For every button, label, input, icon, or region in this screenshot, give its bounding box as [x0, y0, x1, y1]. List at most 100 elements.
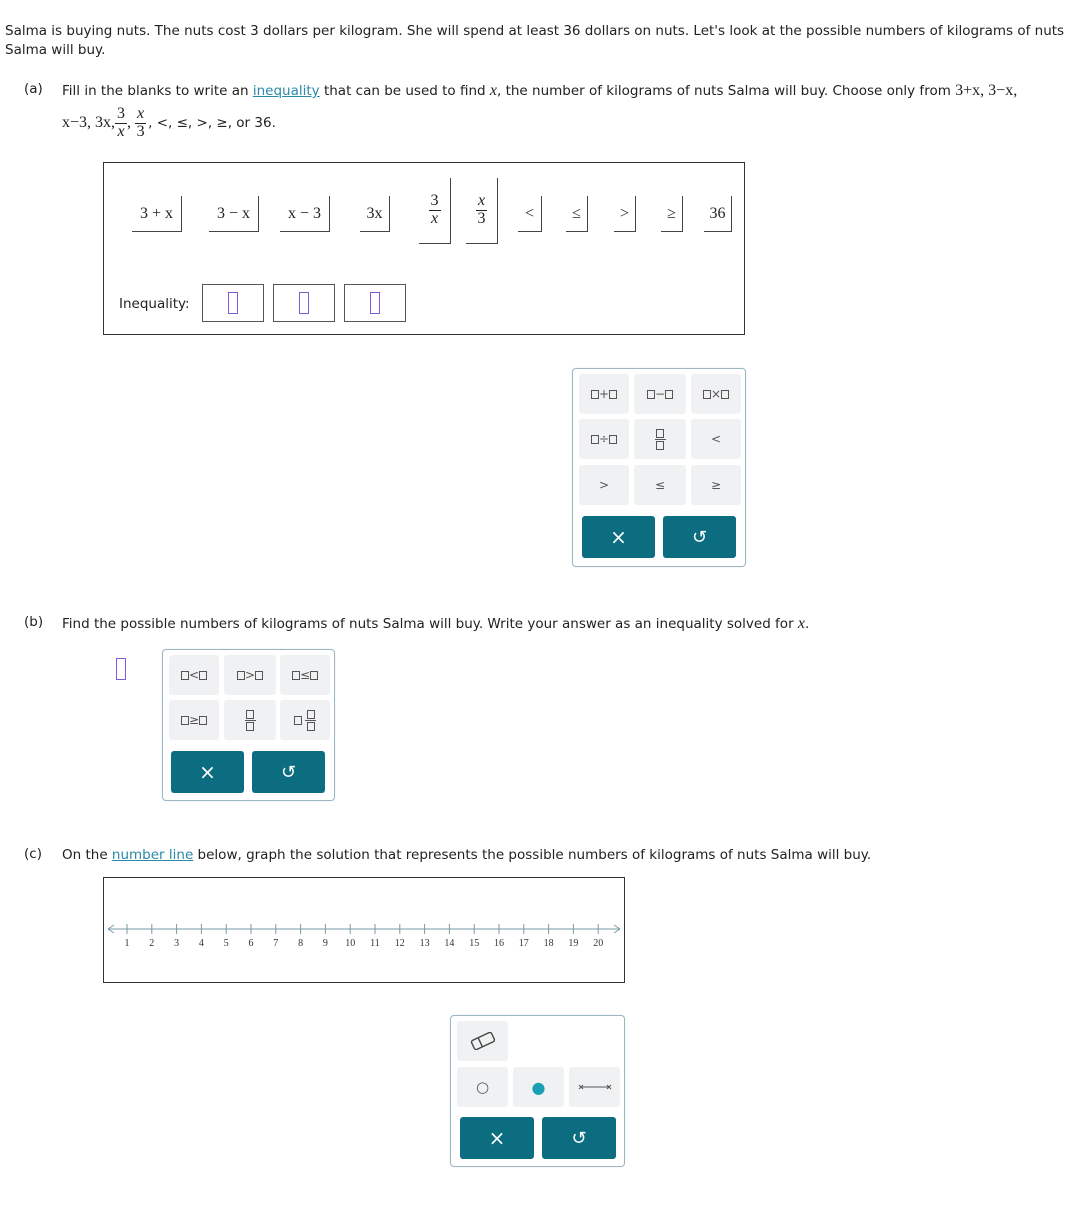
- key-greater-equal[interactable]: ≥: [691, 465, 741, 505]
- closed-point-tool[interactable]: ●: [513, 1067, 564, 1107]
- clear-button[interactable]: ×: [460, 1117, 534, 1159]
- number-line-tick-label: 8: [298, 938, 303, 949]
- tile-36[interactable]: 36: [704, 196, 732, 232]
- cursor: [228, 292, 238, 314]
- inequality-slot-3[interactable]: [344, 284, 406, 322]
- key-less-equal[interactable]: ≤: [634, 465, 686, 505]
- tile-x-minus-3[interactable]: x − 3: [280, 196, 330, 232]
- open-circle-icon: ○: [475, 1078, 490, 1096]
- number-line-tick-label: 3: [174, 938, 179, 949]
- undo-button[interactable]: ↺: [252, 751, 325, 793]
- part-a-text-1: Fill in the blanks to write an: [62, 83, 253, 99]
- part-c-instructions: On the number line below, graph the solu…: [62, 846, 871, 865]
- part-a-instructions: Fill in the blanks to write an inequalit…: [62, 81, 1062, 101]
- number-line-tick-label: 12: [395, 938, 405, 949]
- tile-less-equal[interactable]: ≤: [566, 196, 588, 232]
- key-fraction[interactable]: [634, 419, 686, 459]
- eraser-tool[interactable]: [457, 1021, 508, 1061]
- part-c-text-1: On the: [62, 847, 112, 863]
- left-arrow-icon: [107, 924, 115, 934]
- open-point-tool[interactable]: ○: [457, 1067, 508, 1107]
- key-greater-equal-template[interactable]: ≥: [169, 700, 219, 740]
- number-line-tick-label: 11: [370, 938, 380, 949]
- tile-3-plus-x[interactable]: 3 + x: [132, 196, 182, 232]
- key-add[interactable]: +: [579, 374, 629, 414]
- part-a-text-3: , the number of kilograms of nuts Salma …: [497, 83, 956, 99]
- cursor: [370, 292, 380, 314]
- inequality-label: Inequality:: [119, 296, 190, 312]
- key-subtract[interactable]: −: [634, 374, 686, 414]
- keypad-part-a: + − × ÷ < > ≤ ≥ × ↺: [572, 368, 746, 567]
- clear-button[interactable]: ×: [171, 751, 244, 793]
- part-a-choices-2-start: x−3, 3x,: [62, 114, 116, 131]
- number-line-link[interactable]: number line: [111, 847, 194, 863]
- tile-greater-equal[interactable]: ≥: [661, 196, 683, 232]
- number-line-tick-label: 19: [568, 938, 578, 949]
- right-arrow-icon: [613, 924, 621, 934]
- answer-input-b[interactable]: [116, 658, 128, 680]
- tile-greater-than[interactable]: >: [614, 196, 636, 232]
- number-line-tick-label: 10: [345, 938, 355, 949]
- number-line-tick-label: 9: [323, 938, 328, 949]
- eraser-icon: [470, 1032, 495, 1050]
- part-a-var: x: [489, 82, 497, 99]
- frac-den: x: [117, 122, 125, 140]
- part-b-instructions: Find the possible numbers of kilograms o…: [62, 614, 809, 634]
- tile-3-minus-x[interactable]: 3 − x: [209, 196, 259, 232]
- undo-button[interactable]: ↺: [663, 516, 736, 558]
- key-fraction[interactable]: [224, 700, 276, 740]
- tile-3x[interactable]: 3x: [360, 196, 390, 232]
- number-line-tick-label: 14: [444, 938, 454, 949]
- inequality-slot-2[interactable]: [273, 284, 335, 322]
- number-line-tick-label: 7: [273, 938, 278, 949]
- frac-num: x: [475, 192, 488, 211]
- number-line-tick-label: 16: [494, 938, 504, 949]
- frac-den: x: [430, 210, 439, 227]
- number-line-tick-label: 4: [199, 938, 204, 949]
- key-less-than[interactable]: <: [691, 419, 741, 459]
- cursor: [116, 658, 126, 680]
- inequality-slot-1[interactable]: [202, 284, 264, 322]
- inequality-link[interactable]: inequality: [252, 83, 320, 99]
- frac-num: 3: [115, 104, 128, 124]
- key-greater-than-template[interactable]: >: [224, 655, 276, 695]
- keypad-part-b: < > ≤ ≥ × ↺: [162, 649, 335, 801]
- frac-num: 3: [428, 192, 441, 211]
- number-line-tick-label: 5: [224, 938, 229, 949]
- key-divide[interactable]: ÷: [579, 419, 629, 459]
- cursor: [299, 292, 309, 314]
- intro-line-1: Salma is buying nuts. The nuts cost 3 do…: [5, 23, 1065, 39]
- number-line-tick-label: 18: [544, 938, 554, 949]
- number-line-tick-label: 20: [593, 938, 603, 949]
- segment-tool[interactable]: [569, 1067, 620, 1107]
- key-multiply[interactable]: ×: [691, 374, 741, 414]
- undo-button[interactable]: ↺: [542, 1117, 616, 1159]
- frac-den: 3: [136, 122, 145, 140]
- part-a-label: (a): [24, 81, 43, 97]
- number-line-tick-label: 13: [420, 938, 430, 949]
- part-a-choices-2-end: , <, ≤, >, ≥, or 36.: [148, 115, 276, 131]
- key-greater-than[interactable]: >: [579, 465, 629, 505]
- key-less-than-template[interactable]: <: [169, 655, 219, 695]
- tile-less-than[interactable]: <: [518, 196, 542, 232]
- number-line-tick-label: 15: [469, 938, 479, 949]
- key-mixed-number[interactable]: [280, 700, 330, 740]
- key-less-equal-template[interactable]: ≤: [280, 655, 330, 695]
- part-a-text-2: that can be used to find: [319, 83, 490, 99]
- part-c-label: (c): [24, 846, 42, 862]
- part-b-var: x: [797, 615, 806, 632]
- closed-circle-icon: ●: [531, 1077, 546, 1097]
- frac-den: 3: [477, 210, 486, 227]
- intro-line-2: Salma will buy.: [5, 42, 106, 58]
- clear-button[interactable]: ×: [582, 516, 655, 558]
- part-c-text-2: below, graph the solution that represent…: [193, 847, 872, 863]
- segment-icon: [578, 1084, 611, 1090]
